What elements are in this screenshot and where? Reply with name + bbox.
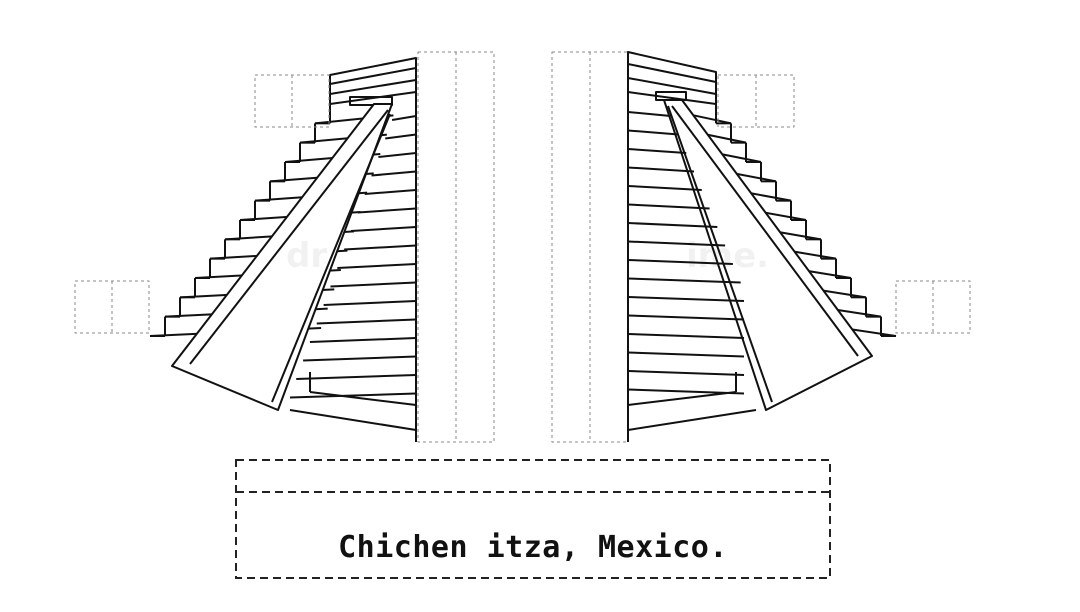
front-base (289, 409, 417, 431)
front-course (364, 189, 417, 195)
front-course (627, 203, 710, 210)
step-line (706, 133, 747, 144)
front-course (303, 355, 417, 362)
front-course (627, 370, 745, 376)
ramp-edge (271, 113, 391, 403)
watermark-right: ime. (686, 236, 770, 276)
staircase-ramp-left (171, 103, 393, 411)
step-line (788, 249, 837, 260)
temple-line (329, 79, 417, 95)
left-front-steps (289, 115, 417, 431)
front-course (627, 351, 745, 358)
front-course (627, 314, 745, 321)
front-course (323, 300, 417, 306)
temple-line (329, 67, 417, 85)
front-course (378, 152, 417, 158)
front-course (344, 244, 417, 251)
temple-block-right (627, 51, 717, 105)
right-front-steps (627, 111, 757, 431)
pyramid-left-half (74, 51, 495, 443)
front-course (627, 259, 733, 265)
front-course (350, 226, 417, 232)
step-line (733, 172, 777, 183)
step-line (747, 191, 792, 202)
step-line (761, 211, 807, 221)
front-course (309, 337, 417, 343)
front-course (337, 263, 417, 269)
front-course (627, 240, 726, 247)
step-line (693, 114, 732, 125)
ramp-edge (189, 109, 389, 365)
front-course (627, 333, 745, 339)
step-line (720, 153, 762, 163)
front-course (627, 166, 695, 173)
watermark-left: dr (286, 236, 328, 276)
front-course (627, 296, 745, 302)
front-course (357, 207, 417, 214)
temple-line (627, 63, 717, 83)
front-course (296, 374, 417, 380)
temple-cap-left (349, 96, 393, 106)
front-course (371, 170, 417, 177)
ramp-edge (667, 105, 773, 403)
front-base (309, 391, 417, 406)
front-course (391, 115, 417, 121)
front-course (385, 133, 417, 140)
front-course (627, 111, 671, 117)
front-course (289, 392, 417, 399)
staircase-ramp-right (663, 99, 873, 411)
front-course (316, 318, 417, 325)
front-course (627, 185, 702, 191)
front-course (627, 148, 687, 154)
ramp-edge (671, 105, 859, 357)
front-course (330, 281, 417, 288)
pyramid-right-half (551, 51, 971, 443)
temple-line (627, 77, 717, 95)
caption-box (235, 459, 831, 579)
front-base (627, 391, 737, 406)
front-course (627, 222, 718, 228)
front-course (627, 277, 741, 284)
front-base (627, 409, 757, 431)
front-course (627, 129, 679, 136)
caption-box-outline (235, 459, 831, 579)
step-line (774, 230, 822, 241)
caption-text: Chichen itza, Mexico. (338, 530, 728, 565)
